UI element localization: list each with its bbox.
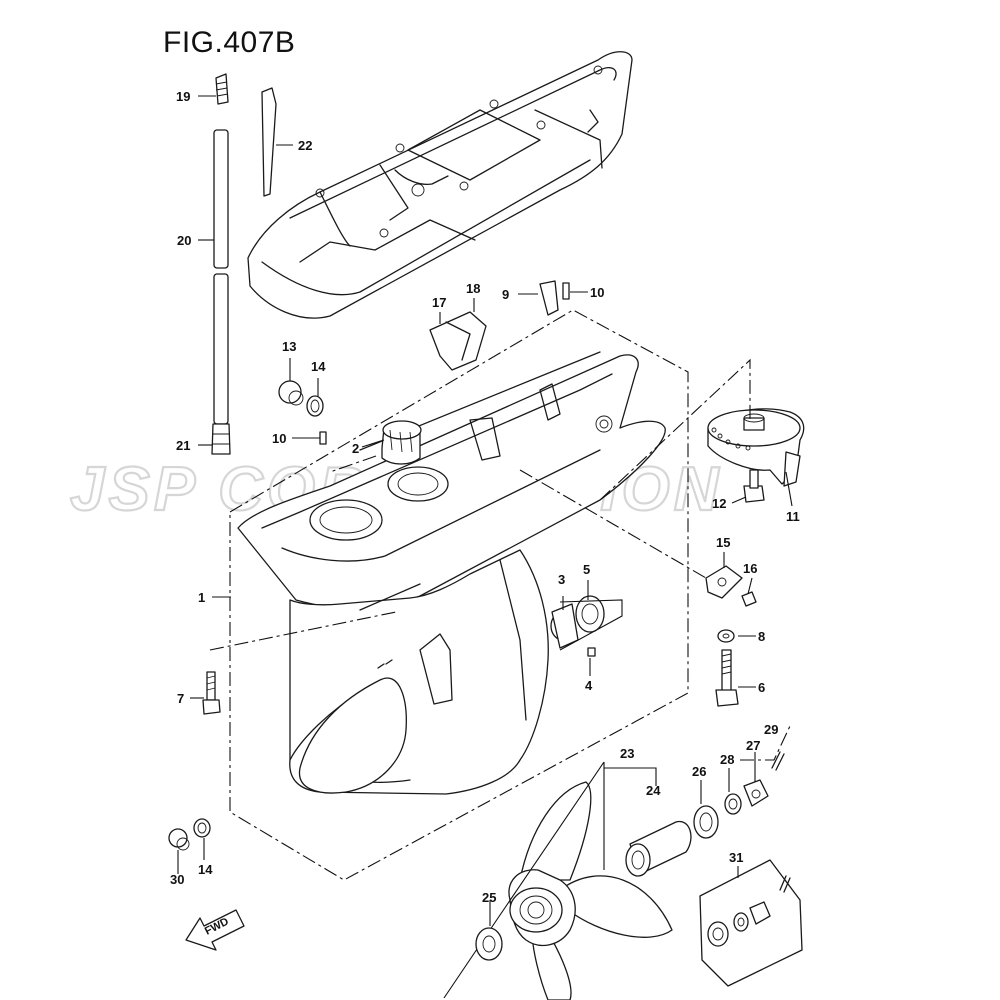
leader-lines [177, 95, 793, 926]
leader-dashed-2 [329, 455, 377, 473]
bolt-7 [202, 671, 221, 715]
callout-9: 9 [502, 287, 509, 302]
propeller [508, 781, 673, 1000]
bearing-parts [550, 595, 623, 657]
callout-20: 20 [177, 233, 191, 248]
clip-parts [429, 280, 570, 371]
drain-plug-lower [168, 818, 211, 851]
callout-17: 17 [432, 295, 446, 310]
callout-30: 30 [170, 872, 184, 887]
callout-26: 26 [692, 764, 706, 779]
callout-22: 22 [298, 138, 312, 153]
kit-31 [699, 859, 803, 987]
upper-cover [247, 51, 633, 319]
callout-3: 3 [558, 572, 565, 587]
callout-2: 2 [352, 441, 359, 456]
callout-10-top: 10 [590, 285, 604, 300]
hardware-right [705, 469, 765, 707]
callout-29: 29 [764, 722, 778, 737]
callout-16: 16 [743, 561, 757, 576]
lower-gear-case [237, 351, 666, 795]
forward-direction-arrow: FWD [185, 909, 245, 951]
callout-7: 7 [177, 691, 184, 706]
callout-numbers: 1 2 3 4 5 6 7 8 9 10 10 11 12 13 14 14 1… [170, 89, 800, 905]
callout-24: 24 [646, 783, 661, 798]
callout-8: 8 [758, 629, 765, 644]
callout-11: 11 [786, 509, 800, 524]
leader-dashed-15 [519, 469, 707, 579]
callout-1: 1 [198, 590, 205, 605]
callout-13: 13 [282, 339, 296, 354]
callout-31: 31 [729, 850, 743, 865]
callout-15: 15 [716, 535, 730, 550]
callout-19: 19 [176, 89, 190, 104]
callout-12: 12 [712, 496, 726, 511]
callout-14-bottom: 14 [198, 862, 213, 877]
prop-bushing [475, 820, 692, 961]
figure-title: FIG.407B [163, 26, 296, 59]
callout-21: 21 [176, 438, 190, 453]
leader-dashed-7 [209, 611, 397, 651]
callout-10-left: 10 [272, 431, 286, 446]
callout-27: 27 [746, 738, 760, 753]
callout-4: 4 [585, 678, 593, 693]
leader-dashed-29 [740, 725, 791, 761]
callout-6: 6 [758, 680, 765, 695]
callout-23: 23 [620, 746, 634, 761]
callout-25: 25 [482, 890, 496, 905]
callout-5: 5 [583, 562, 590, 577]
prop-hardware [693, 751, 785, 839]
trim-tab-anode [707, 408, 805, 487]
leader-dashed-11 [599, 358, 751, 501]
callout-28: 28 [720, 752, 734, 767]
callout-18: 18 [466, 281, 480, 296]
shift-rod-assembly [211, 73, 277, 455]
callout-14-top: 14 [311, 359, 326, 374]
